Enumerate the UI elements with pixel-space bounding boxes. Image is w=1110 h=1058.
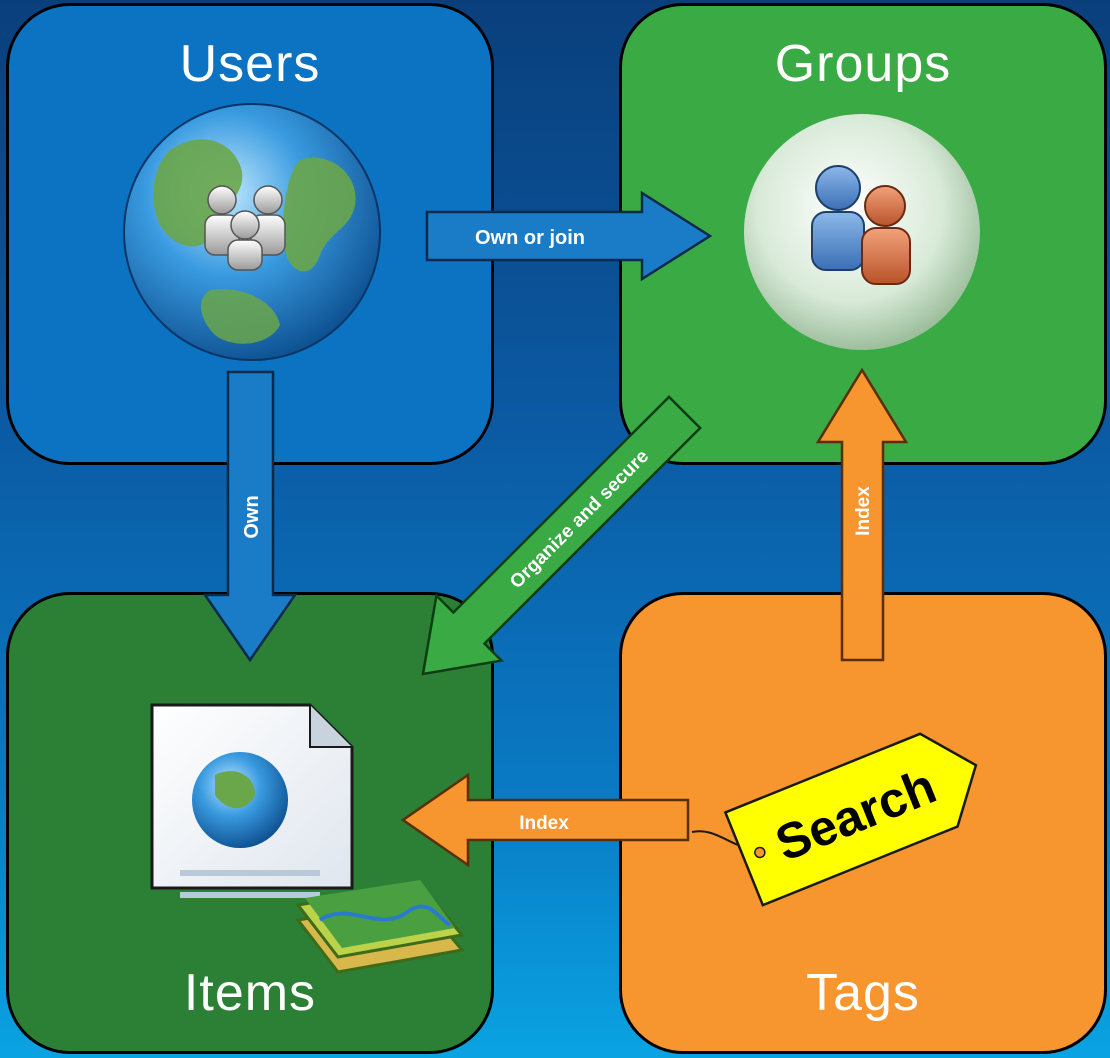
edge-groups-items-label: Organize and secure [506, 446, 653, 593]
edge-tags-items-label: Index [519, 813, 569, 834]
users-title: Users [179, 35, 321, 93]
edge-tags-groups: Index [815, 367, 909, 662]
globe-with-people-icon [123, 103, 381, 361]
edge-users-groups-label: Own or join [475, 227, 585, 249]
edge-groups-items: Organize and secure [421, 395, 702, 676]
people-group-icon [744, 114, 980, 350]
tags-title: Tags [806, 964, 920, 1022]
people-icon [204, 185, 286, 271]
edge-tags-items: Index [400, 772, 690, 868]
edge-users-items-label: Own [241, 495, 263, 538]
map-layers-icon [295, 880, 465, 974]
edge-users-items: Own [202, 370, 298, 663]
items-title: Items [183, 964, 317, 1022]
edge-users-groups: Own or join [425, 190, 713, 282]
document-map-icon [150, 703, 465, 974]
edge-tags-groups-label: Index [853, 486, 874, 536]
groups-title: Groups [774, 35, 952, 93]
search-tag-icon: Search [691, 732, 978, 907]
